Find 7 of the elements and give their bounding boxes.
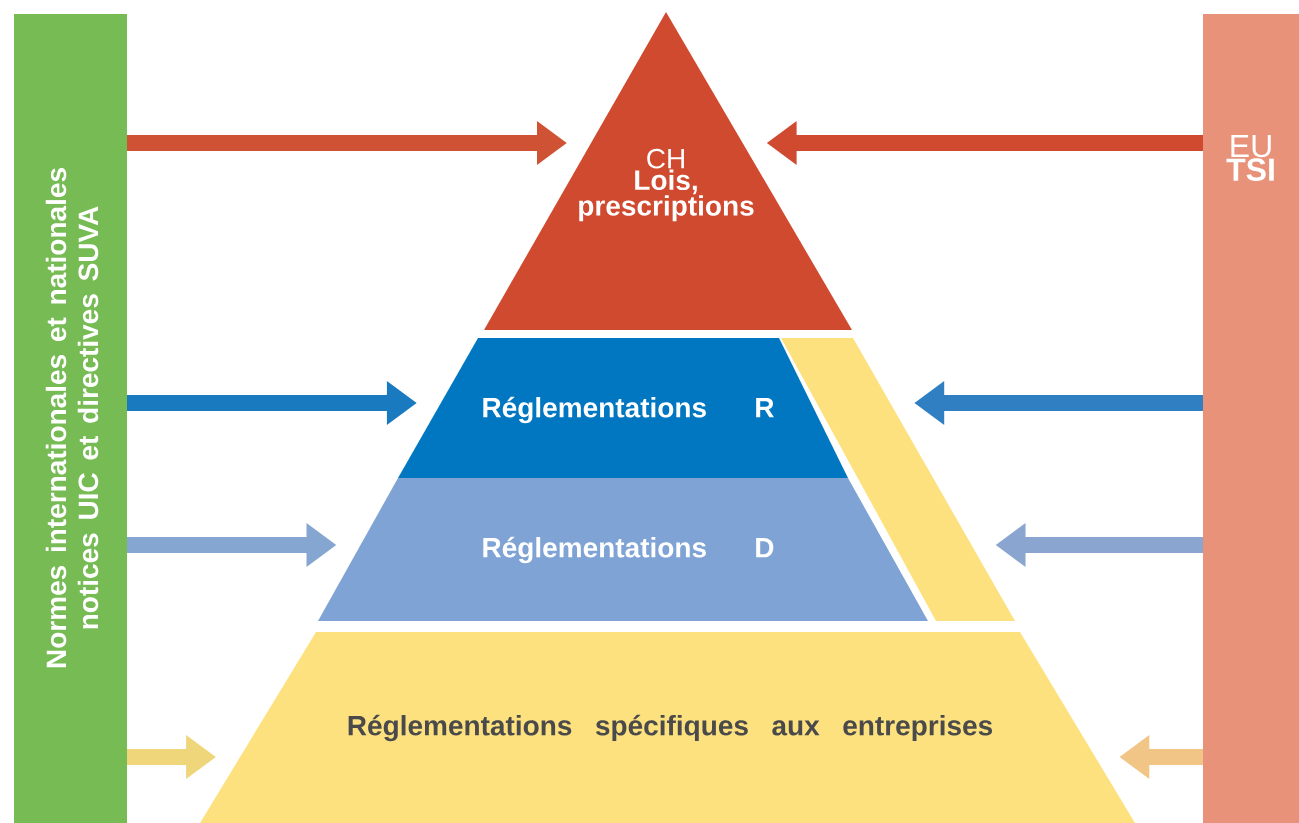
side-band: EU TSI <box>1203 14 1299 823</box>
pyramid-top-triangle: CH Lois, prescriptions <box>484 12 852 330</box>
side-band: Normes internationales et nationales notices UIC et directives SUVA <box>14 14 127 823</box>
pyramid-level: Réglementations D <box>318 478 928 621</box>
slanted-band <box>781 338 1015 621</box>
pyramid-base: Réglementations spécifiques aux entreprises <box>200 632 1135 823</box>
pyramid-level: Réglementations R <box>398 338 848 478</box>
